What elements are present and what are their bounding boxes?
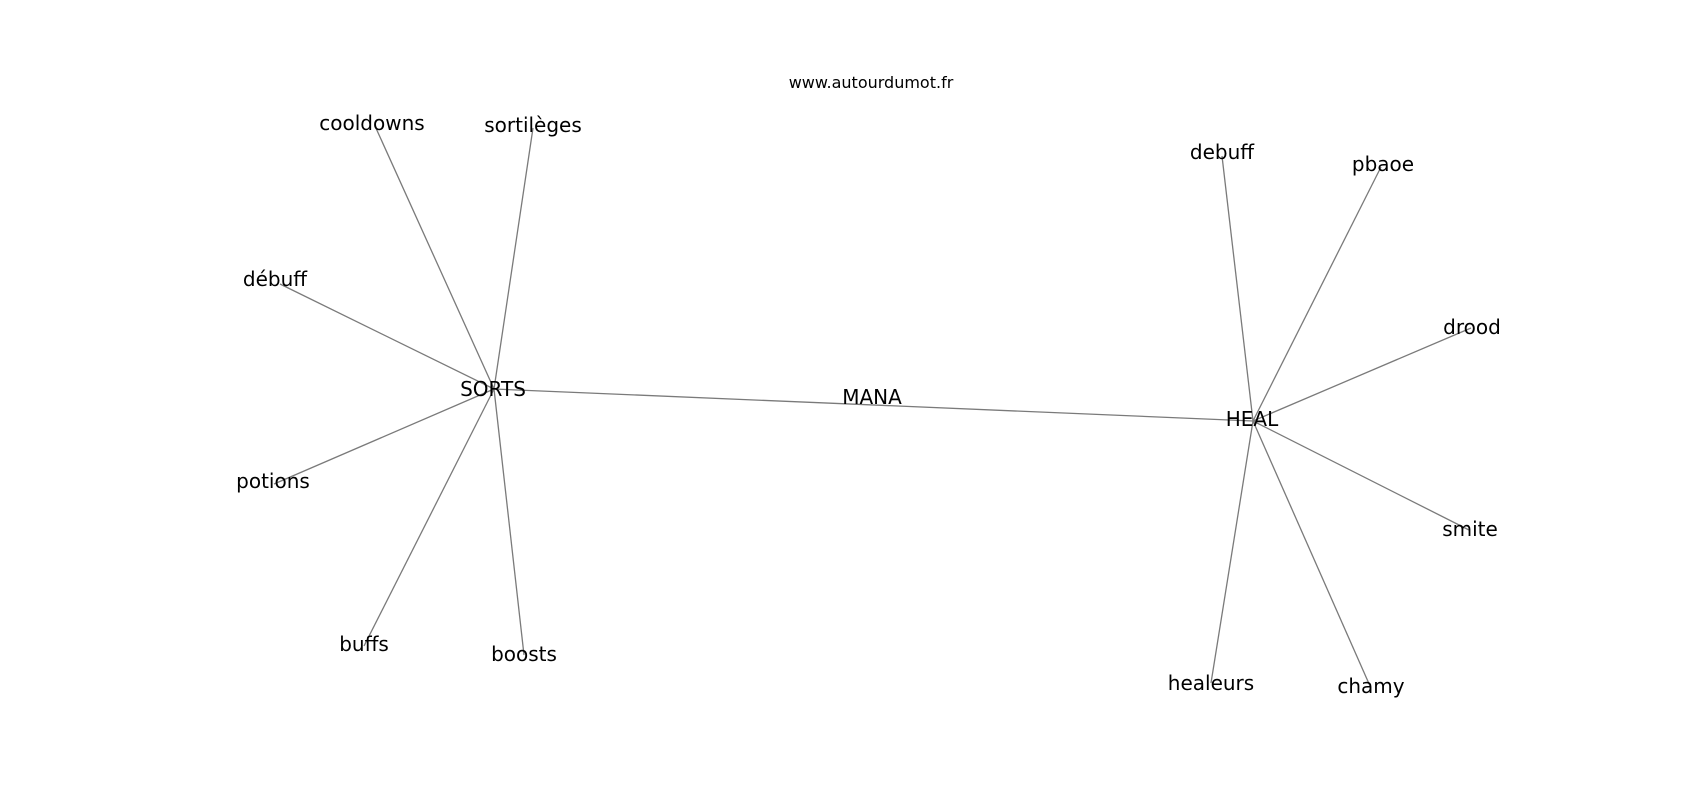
edge-sorts-cooldowns	[374, 125, 495, 390]
edge-heal-healeurs	[1210, 420, 1254, 684]
edge-heal-smite	[1252, 420, 1470, 531]
node-sorts-cooldowns: cooldowns	[319, 111, 424, 135]
edge-heal-debuff	[1221, 155, 1254, 422]
edge-heal-pbaoe	[1252, 166, 1382, 422]
edges-layer	[273, 125, 1472, 687]
edge-sorts-potions	[273, 388, 495, 485]
node-heal-smite: smite	[1442, 517, 1498, 541]
edge-heal-drood	[1252, 327, 1472, 422]
node-sorts-potions: potions	[236, 469, 310, 493]
edge-sorts-boosts	[493, 388, 525, 656]
node-heal-healeurs: healeurs	[1168, 671, 1254, 695]
node-heal-pbaoe: pbaoe	[1352, 152, 1414, 176]
node-heal-chamy: chamy	[1337, 674, 1404, 698]
edge-sorts-mana-heal	[493, 388, 1254, 422]
node-sorts-boosts: boosts	[491, 642, 557, 666]
node-hub-heal: HEAL	[1226, 407, 1279, 431]
node-heal-debuff: debuff	[1190, 140, 1255, 164]
edge-sorts-sortileges	[493, 127, 534, 390]
edge-heal-chamy	[1252, 420, 1371, 687]
node-hub-sorts: SORTS	[460, 377, 526, 401]
node-sorts-debuff: débuff	[243, 267, 308, 291]
edge-sorts-debuff	[279, 283, 495, 390]
node-sorts-sortileges: sortilèges	[484, 113, 582, 137]
source-label: www.autourdumot.fr	[789, 73, 954, 92]
labels-layer: MANA SORTS cooldowns sortilèges débuff p…	[236, 111, 1501, 698]
node-sorts-buffs: buffs	[339, 632, 389, 656]
edge-sorts-buffs	[363, 388, 495, 647]
node-heal-drood: drood	[1443, 315, 1501, 339]
node-center: MANA	[842, 385, 902, 409]
